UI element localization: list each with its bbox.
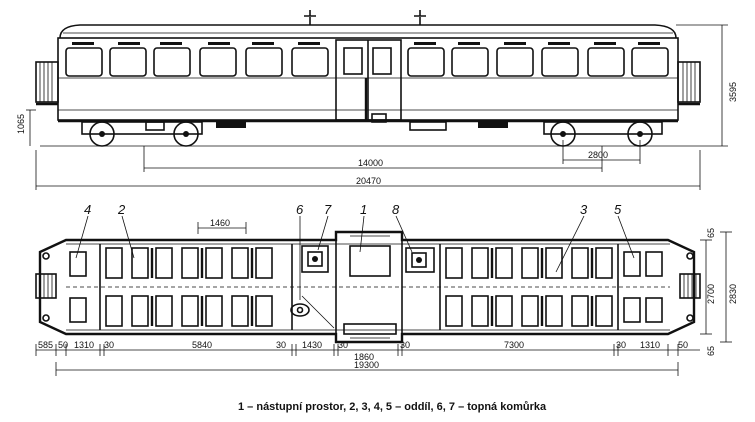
dim-1460: 1460	[197, 218, 247, 234]
coupler-right	[679, 252, 701, 322]
dim-1065-label: 1065	[16, 114, 26, 134]
callout-4: 4	[84, 202, 91, 217]
dim-chain-8: 1860	[354, 352, 374, 362]
dim-2830-label: 2830	[728, 284, 738, 304]
dim-2800-label: 2800	[588, 150, 608, 160]
dim-3595: 3595	[676, 24, 738, 147]
dim-chain-7: 30	[338, 340, 348, 350]
dim-65-top-label: 65	[706, 228, 716, 238]
callout-5: 5	[614, 202, 622, 217]
dim-chain-12: 1310	[640, 340, 660, 350]
dim-chain-9: 30	[400, 340, 410, 350]
dim-chain-11: 30	[616, 340, 626, 350]
dims-plan-bottom: 585 50 1310 30 5840 30 1430 30 1860 30 7…	[35, 340, 700, 362]
side-elevation: 1065 3595 2800 14000 20470	[16, 10, 738, 190]
dim-1460-label: 1460	[210, 218, 230, 228]
callout-8: 8	[392, 202, 400, 217]
callouts: 4 2 6 7 1 8 3 5	[75, 202, 635, 300]
dim-chain-4: 5840	[192, 340, 212, 350]
seats-left	[105, 247, 273, 327]
entrance-area	[343, 235, 397, 339]
dim-chain-2: 1310	[74, 340, 94, 350]
dim-14000: 14000	[143, 146, 603, 172]
side-windows-left	[65, 42, 329, 77]
dim-19300: 19300	[55, 360, 679, 376]
heating-cabin-7	[301, 245, 329, 273]
dim-2800: 2800	[562, 140, 641, 164]
dims-plan-right: 2700 2830 65 65	[700, 228, 738, 356]
dim-chain-5: 30	[276, 340, 286, 350]
heating-cabin-8	[405, 247, 435, 273]
dim-chain-6: 1430	[302, 340, 322, 350]
dim-3595-label: 3595	[728, 82, 738, 102]
side-windows-right	[407, 42, 669, 77]
coupler-left	[35, 252, 57, 322]
callout-1: 1	[360, 202, 367, 217]
dim-20470: 20470	[35, 150, 701, 190]
bogie-left	[81, 121, 203, 147]
dim-65-bottom-label: 65	[706, 346, 716, 356]
dim-chain-1: 50	[58, 340, 68, 350]
dim-chain-0: 585	[38, 340, 53, 350]
callout-2: 2	[117, 202, 126, 217]
plan-view: 4 2 6 7 1 8 3 5 1460	[35, 202, 738, 376]
legend-caption: 1 – nástupní prostor, 2, 3, 4, 5 – oddíl…	[238, 401, 547, 413]
callout-7: 7	[324, 202, 332, 217]
dim-chain-3: 30	[104, 340, 114, 350]
bogie-right	[543, 121, 663, 147]
dim-chain-10: 7300	[504, 340, 524, 350]
seats-right	[445, 247, 613, 327]
heating-cabin-6	[290, 295, 335, 329]
dim-19300-label: 19300	[354, 360, 379, 370]
end-bellows	[35, 61, 701, 103]
callout-6: 6	[296, 202, 304, 217]
dim-20470-label: 20470	[356, 176, 381, 186]
dim-2700-label: 2700	[706, 284, 716, 304]
dim-1065: 1065	[16, 109, 36, 146]
callout-3: 3	[580, 202, 588, 217]
dim-chain-13: 50	[678, 340, 688, 350]
dim-14000-label: 14000	[358, 158, 383, 168]
